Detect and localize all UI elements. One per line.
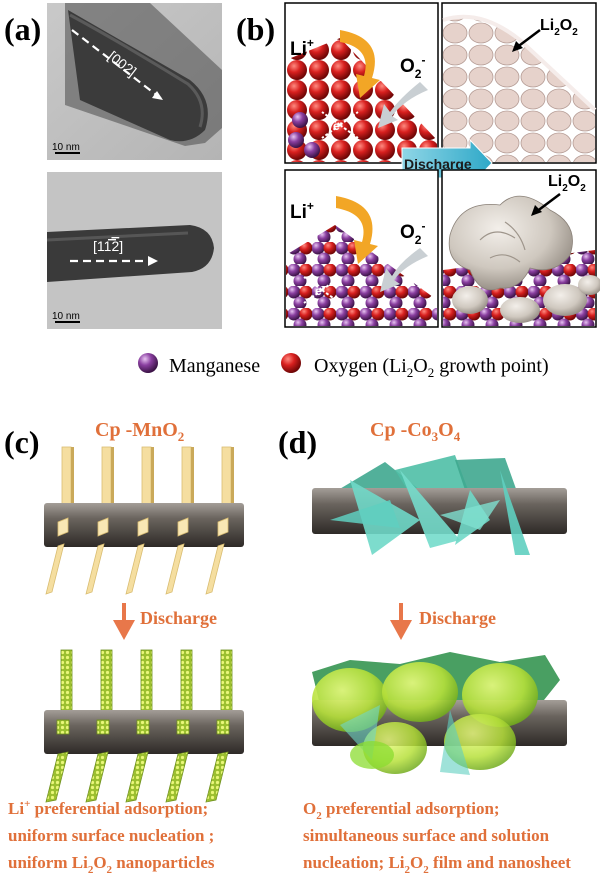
superoxide-arrow-bottom	[380, 248, 428, 292]
superoxide-label-top: O2-	[400, 53, 425, 81]
manganese-legend-swatch	[138, 353, 158, 373]
oxygen-legend-swatch	[281, 353, 301, 373]
li2o2-decorated-pillar-upper	[100, 649, 113, 714]
electron-label-bottom: e-	[315, 283, 325, 298]
li2o2-decorated-stub	[56, 719, 70, 735]
li2o2-decorated-pillar-lower	[125, 751, 149, 803]
discharge-label-c: Discharge	[140, 608, 217, 628]
mno2-pillar-lower	[45, 543, 65, 595]
caption-d-line1: O2 preferential adsorption;	[303, 799, 500, 822]
legend: Manganese Oxygen (Li2O2 growth point)	[138, 353, 549, 380]
li2o2-decorated-pillar-upper	[140, 649, 153, 714]
mno2-pillar-upper-side	[191, 447, 194, 507]
panel-d-title: Cp -Co3O4	[370, 419, 461, 444]
mno2-pillar-stub	[97, 517, 109, 537]
discharge-arrow-c: Discharge	[113, 603, 217, 640]
li-ion-label-top: Li+	[290, 36, 314, 60]
oxygen-legend-label: Oxygen (Li2O2 growth point)	[314, 355, 549, 380]
caption-c-line2: uniform surface nucleation ;	[8, 826, 214, 845]
li2o2-decorated-stub	[216, 719, 230, 735]
mno2-pillar-lower	[125, 543, 145, 595]
growth-direction-arrow-top	[71, 29, 164, 101]
mno2-pillar-upper	[101, 446, 112, 508]
caption-c-line3: uniform Li2O2 nanoparticles	[8, 853, 215, 876]
electron-arrows-bottom	[303, 276, 341, 304]
li2o2-decorated-pillar-upper	[60, 649, 73, 714]
mno2-pillar-upper	[61, 446, 72, 508]
mno2-pillar-upper	[141, 446, 152, 508]
mno2-pillar-upper-side	[111, 447, 114, 507]
li2o2-decorated-stub	[136, 719, 150, 735]
panel-a-label: (a)	[4, 11, 41, 47]
electron-arrows-top	[321, 111, 359, 139]
li-ion-label-bottom: Li+	[290, 199, 314, 223]
mno2-pillar-lower	[205, 543, 225, 595]
li2o2-decorated-pillar-lower	[205, 751, 229, 803]
superoxide-arrow-top	[378, 82, 428, 128]
caption-d-line2: simultaneous surface and solution	[303, 826, 550, 845]
co3o4-nanosheet-array	[312, 455, 567, 555]
panel-c-title: Cp -MnO2	[95, 419, 184, 444]
mno2-pillar-stub	[217, 517, 229, 537]
tem-image-bottom: [112] 10 nm	[46, 172, 222, 329]
li2o2-decorated-stub	[176, 719, 190, 735]
discharge-label-b: Discharge	[404, 156, 472, 172]
mno2-pillar-upper	[181, 446, 192, 508]
mno2-pillar-stub	[57, 517, 69, 537]
panel-c-label: (c)	[4, 424, 40, 460]
li2o2-decorated-pillar-upper	[180, 649, 193, 714]
electron-label-top: e-	[333, 118, 343, 133]
mno2-pillar-upper-side	[71, 447, 74, 507]
discharge-label-d: Discharge	[419, 608, 496, 628]
scale-bar-bottom: 10 nm	[52, 311, 80, 322]
mno2-pillar-stub	[137, 517, 149, 537]
li2o2-label-bottom: Li2O2	[548, 173, 586, 194]
superoxide-label-bottom: O2-	[400, 219, 425, 247]
caption-c-line1: Li+ preferential adsorption;	[8, 798, 208, 818]
mno2-surface-schematic: Li+ O2- e-	[284, 2, 439, 164]
manganese-legend-label: Manganese	[169, 355, 260, 377]
tem-image-top: [002] 10 nm	[47, 3, 222, 160]
mno2-pillar-lower	[85, 543, 105, 595]
mno2-pillar-stub	[177, 517, 189, 537]
li2o2-label-top: Li2O2	[540, 17, 578, 38]
li2o2-particle-schematic: Li2O2	[441, 169, 600, 328]
panel-d-label: (d)	[278, 424, 317, 460]
li2o2-decorated-stub	[96, 719, 110, 735]
mno2-pillar-upper	[221, 446, 232, 508]
co3o4-surface-schematic: Li+ O2- e-	[284, 169, 439, 328]
li2o2-decorated-pillar-lower	[165, 751, 189, 803]
caption-d-line3: nucleation; Li2O2 film and nanosheet	[303, 853, 571, 876]
discharge-arrow-d: Discharge	[390, 603, 496, 640]
direction-label-112: [112]	[93, 238, 123, 254]
mno2-li2o2-nanoparticles	[44, 649, 244, 803]
mno2-pillar-lower	[165, 543, 185, 595]
li-ion-arrow-bottom	[336, 196, 378, 264]
li2o2-decorated-pillar-upper	[220, 649, 233, 714]
mno2-pillar-upper-side	[151, 447, 154, 507]
co3o4-li2o2-film	[312, 652, 567, 775]
panel-b-label: (b)	[236, 11, 275, 47]
li-ion-arrow-top	[340, 30, 380, 98]
mno2-pillar-upper-side	[231, 447, 234, 507]
li2o2-decorated-pillar-lower	[85, 751, 109, 803]
scale-bar-top: 10 nm	[52, 142, 80, 153]
li2o2-decorated-pillar-lower	[45, 751, 69, 803]
mno2-nanorod-array	[44, 446, 244, 595]
li2o2-film-schematic: Li2O2	[441, 2, 597, 164]
